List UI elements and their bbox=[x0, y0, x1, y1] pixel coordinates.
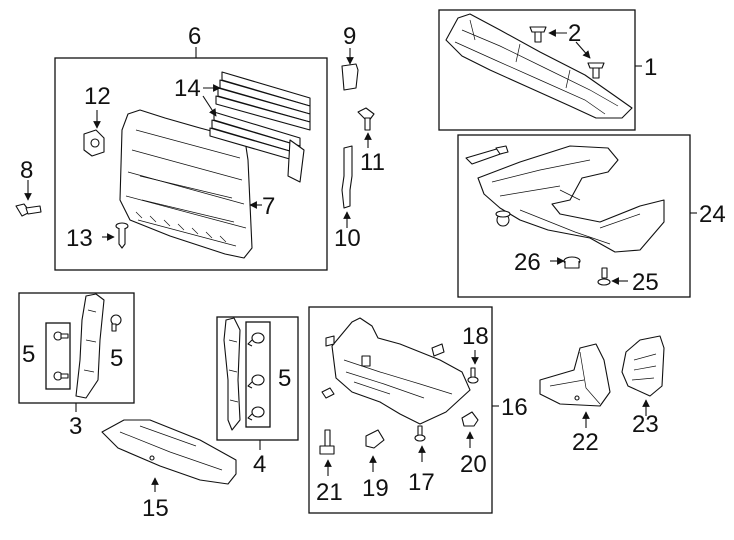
bolt-part-11 bbox=[357, 107, 375, 131]
nut-part-26-loose bbox=[495, 210, 511, 227]
callout-15: 15 bbox=[142, 495, 169, 522]
bracket-part-23 bbox=[621, 335, 665, 397]
shutter-vanes-part-14 bbox=[209, 71, 311, 183]
box-part-1 bbox=[438, 9, 636, 131]
callout-5-mid: 5 bbox=[110, 345, 123, 372]
bolt-part-8 bbox=[15, 203, 42, 217]
callout-8: 8 bbox=[20, 157, 33, 184]
side-seal-part-4 bbox=[223, 317, 241, 431]
callout-23: 23 bbox=[632, 411, 659, 438]
callout-18: 18 bbox=[462, 323, 489, 350]
deflector-part-22 bbox=[539, 343, 611, 407]
callout-5-right: 5 bbox=[278, 365, 291, 392]
bolt-part-25 bbox=[597, 267, 611, 286]
box-part-24 bbox=[457, 134, 691, 298]
box-part-5-inner bbox=[245, 321, 271, 428]
clip-part-20 bbox=[461, 411, 479, 427]
callout-17: 17 bbox=[408, 469, 435, 496]
box-part-5-left bbox=[45, 322, 71, 390]
clip-part-19 bbox=[365, 429, 385, 449]
callout-26: 26 bbox=[514, 249, 541, 276]
sensor-part-9 bbox=[341, 63, 359, 91]
bracket-part-10 bbox=[341, 145, 353, 209]
under-tray-part-16 bbox=[331, 317, 471, 425]
push-pin-part-5-b bbox=[110, 314, 122, 332]
callout-5-left: 5 bbox=[22, 341, 35, 368]
screws-part-5-c bbox=[247, 332, 265, 421]
callout-13: 13 bbox=[66, 225, 93, 252]
callout-16: 16 bbox=[501, 394, 528, 421]
callout-24: 24 bbox=[699, 201, 726, 228]
under-shield-part-24 bbox=[477, 145, 665, 253]
callout-10: 10 bbox=[334, 225, 361, 252]
callout-12: 12 bbox=[84, 83, 111, 110]
screw-part-13 bbox=[115, 222, 129, 249]
push-pin-part-2 bbox=[529, 26, 605, 79]
box-part-16 bbox=[308, 306, 493, 514]
screw-part-18 bbox=[467, 367, 479, 384]
box-part-6 bbox=[54, 57, 328, 271]
side-seal-part-3 bbox=[75, 293, 105, 399]
bolt-part-21 bbox=[319, 429, 335, 455]
callout-21: 21 bbox=[316, 479, 343, 506]
grille-shutter-part-7 bbox=[119, 109, 253, 259]
callout-25: 25 bbox=[632, 269, 659, 296]
radiator-shield-part-1 bbox=[445, 13, 633, 119]
box-part-4 bbox=[216, 316, 299, 441]
push-pin-part-5-a bbox=[53, 331, 69, 381]
screw-part-17 bbox=[414, 425, 426, 442]
callout-6: 6 bbox=[188, 23, 201, 50]
callout-19: 19 bbox=[362, 475, 389, 502]
lower-shield-part-15 bbox=[101, 419, 237, 485]
bracket-part-12 bbox=[83, 129, 105, 157]
clip-detail-part-24 bbox=[465, 145, 509, 165]
callout-20: 20 bbox=[460, 451, 487, 478]
clip-parts-16 bbox=[321, 335, 445, 399]
callout-1: 1 bbox=[644, 54, 657, 81]
callout-3: 3 bbox=[69, 413, 82, 440]
callout-22: 22 bbox=[572, 429, 599, 456]
callout-7: 7 bbox=[262, 193, 275, 220]
callout-9: 9 bbox=[343, 23, 356, 50]
callout-4: 4 bbox=[253, 451, 266, 478]
callout-14: 14 bbox=[174, 75, 201, 102]
callout-11: 11 bbox=[360, 149, 385, 176]
nut-part-26 bbox=[563, 256, 581, 269]
callout-2: 2 bbox=[568, 20, 581, 47]
